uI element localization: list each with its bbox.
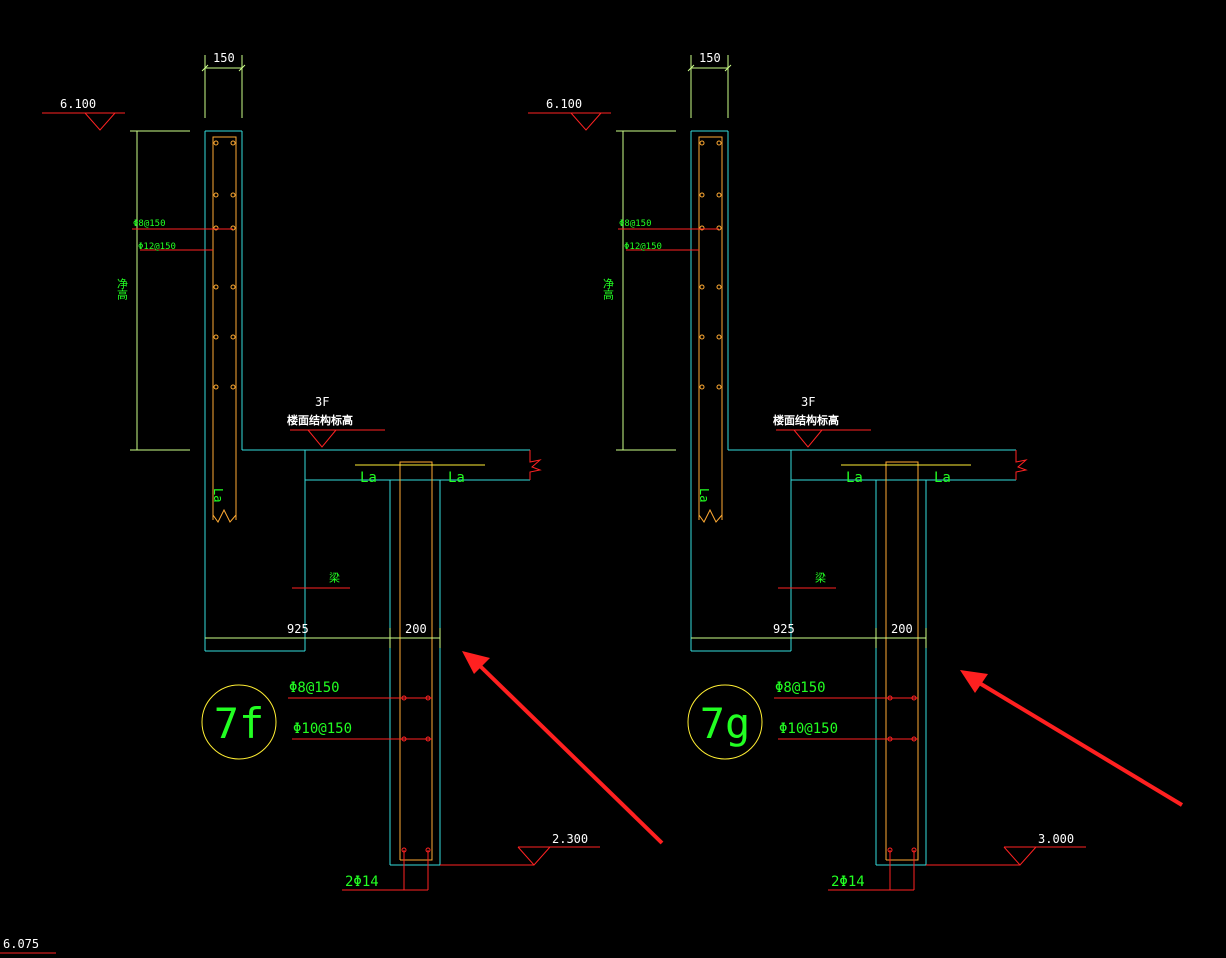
bottom-bars <box>342 847 431 891</box>
wall-vertical-bar-label: Φ12@150 <box>138 242 176 252</box>
anchor-label-wall: La <box>211 488 225 502</box>
floor-label: 3F <box>315 395 329 409</box>
detail-tag-label: 7g <box>700 699 751 748</box>
slab-break-mark <box>529 450 542 480</box>
wall-width-label: 150 <box>213 51 235 65</box>
wall-outline <box>204 130 530 866</box>
beam-rebar <box>399 461 433 861</box>
anchor-label-wall: La <box>697 488 711 502</box>
slab-width-label: 925 <box>287 622 309 636</box>
floor-label: 3F <box>801 395 815 409</box>
red-arrow-annotation <box>462 651 664 845</box>
detail-tag-circle <box>201 684 277 760</box>
wall-width-label: 150 <box>699 51 721 65</box>
corner-level-label: 6.075 <box>3 937 39 951</box>
wall-width-dimension <box>687 55 732 118</box>
beam-label: 梁 <box>814 571 827 584</box>
floor-level-marker <box>290 429 385 448</box>
wall-outline <box>690 130 1016 866</box>
detail-7g: 150 6.100 净高 <box>528 51 1184 891</box>
bottom-bars-label: 2Φ14 <box>831 874 865 890</box>
beam-width-label: 200 <box>891 622 913 636</box>
beam-stirrup-label: Φ8@150 <box>289 680 340 696</box>
beam-side-bar-label: Φ10@150 <box>293 721 352 737</box>
wall-rebar-dots <box>213 140 236 390</box>
beam-rebar <box>885 461 919 861</box>
detail-tag-label: 7f <box>214 699 265 748</box>
slab-break-mark <box>1015 450 1028 480</box>
anchor-label-right: La <box>934 470 951 486</box>
wall-leaders <box>132 228 233 251</box>
beam-stirrup-label: Φ8@150 <box>775 680 826 696</box>
wall-vertical-bar-label: Φ12@150 <box>624 242 662 252</box>
bottom-bars <box>828 847 917 891</box>
detail-7f: 150 6.100 净高 <box>42 51 664 891</box>
top-level-marker <box>528 112 611 131</box>
wall-leaders <box>618 228 719 251</box>
anchor-label-mid: La <box>846 470 863 486</box>
floor-level-label: 楼面结构标高 <box>773 413 839 427</box>
beam-leaders <box>288 695 432 742</box>
red-arrow-annotation <box>960 670 1184 807</box>
bottom-level-marker <box>440 846 600 866</box>
bottom-bars-label: 2Φ14 <box>345 874 379 890</box>
bottom-dimension <box>691 628 927 648</box>
wall-height-label: 净高 <box>602 277 615 301</box>
floor-level-label: 楼面结构标高 <box>287 413 353 427</box>
bottom-level-label: 2.300 <box>552 832 588 846</box>
floor-level-marker <box>776 429 871 448</box>
beam-leaders <box>774 695 918 742</box>
wall-rebar <box>212 136 237 523</box>
top-level-marker <box>42 112 125 131</box>
beam-label: 梁 <box>328 571 341 584</box>
anchor-label-right: La <box>448 470 465 486</box>
anchor-label-mid: La <box>360 470 377 486</box>
beam-side-bar-label: Φ10@150 <box>779 721 838 737</box>
wall-stirrup-label: Φ8@150 <box>133 219 166 229</box>
wall-rebar-dots <box>699 140 722 390</box>
detail-tag-circle <box>687 684 763 760</box>
bottom-dimension <box>205 628 441 648</box>
beam-width-label: 200 <box>405 622 427 636</box>
wall-height-dimension <box>130 130 190 451</box>
wall-stirrup-label: Φ8@150 <box>619 219 652 229</box>
bottom-level-label: 3.000 <box>1038 832 1074 846</box>
wall-height-dimension <box>616 130 676 451</box>
bottom-level-marker <box>926 846 1086 866</box>
slab-width-label: 925 <box>773 622 795 636</box>
wall-rebar <box>698 136 723 523</box>
wall-height-label: 净高 <box>116 277 129 301</box>
top-level-label: 6.100 <box>60 97 96 111</box>
wall-width-dimension <box>201 55 246 118</box>
top-level-label: 6.100 <box>546 97 582 111</box>
